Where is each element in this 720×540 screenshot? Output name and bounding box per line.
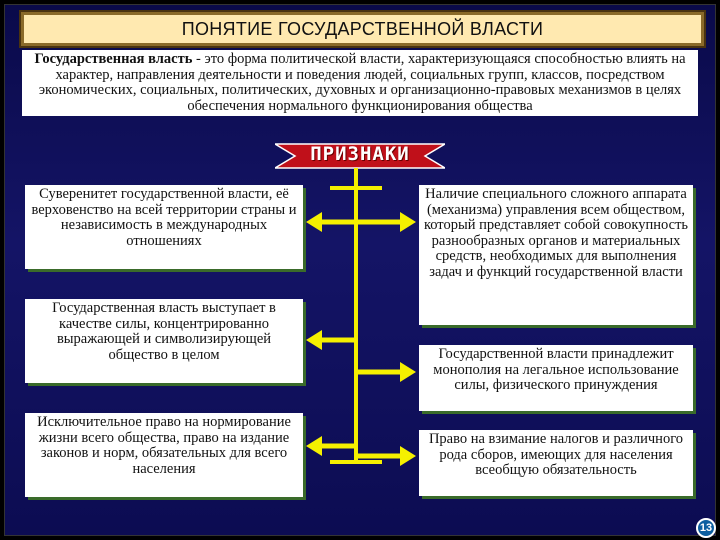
slide-number-badge: 13	[696, 518, 716, 538]
definition-box: Государственная власть - это форма полит…	[22, 50, 698, 116]
arrow-right-2	[356, 362, 416, 382]
arrow-left-1	[306, 212, 356, 232]
definition-text: - это форма политической власти, характе…	[38, 51, 686, 114]
page-title: ПОНЯТИЕ ГОСУДАРСТВЕННОЙ ВЛАСТИ	[181, 18, 544, 39]
arrow-right-1	[356, 212, 416, 232]
priznaki-label: ПРИЗНАКИ	[310, 143, 410, 165]
arrow-right-3	[356, 446, 416, 466]
priznaki-banner: ПРИЗНАКИ	[275, 142, 445, 169]
right-box-3: Право на взимание налогов и различного р…	[419, 430, 693, 496]
title-box: ПОНЯТИЕ ГОСУДАРСТВЕННОЙ ВЛАСТИ	[21, 12, 704, 46]
left-box-1: Суверенитет государственной власти, её в…	[25, 185, 303, 269]
left-box-3: Исключительное право на нормирование жиз…	[25, 413, 303, 497]
left-box-2: Государственная власть выступает в качес…	[25, 299, 303, 383]
arrow-left-2	[306, 330, 356, 350]
definition-term: Государственная власть	[34, 51, 193, 67]
priznaki-banner-shape	[275, 143, 445, 169]
right-box-2: Государственной власти принадлежит моноп…	[419, 345, 693, 411]
right-box-1: Наличие специального сложного аппарата (…	[419, 185, 693, 325]
arrow-left-3	[306, 436, 356, 456]
